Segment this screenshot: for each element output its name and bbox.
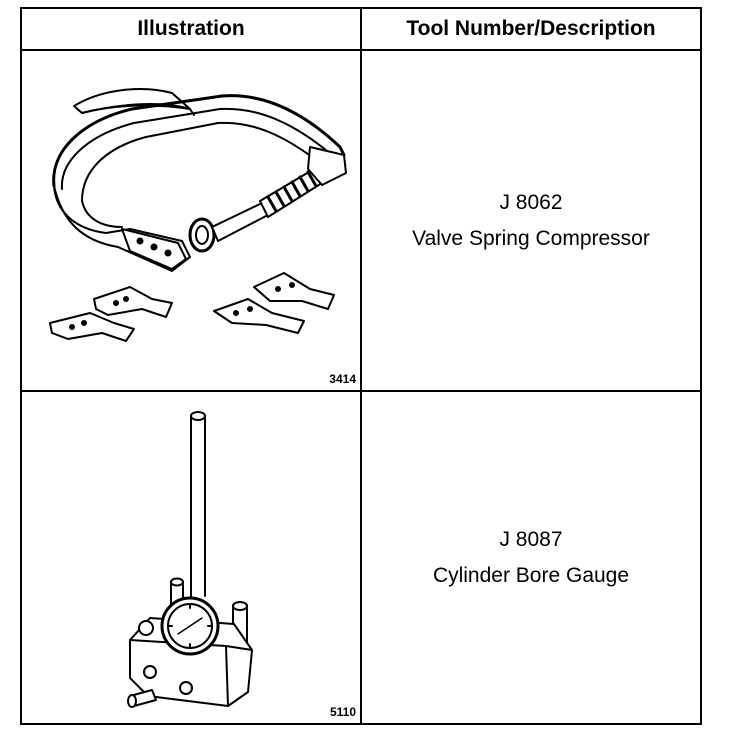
tool-description: Valve Spring Compressor [412, 226, 650, 250]
cylinder-bore-gauge-icon [127, 411, 253, 708]
tool-number: J 8087 [499, 527, 563, 551]
column-divider [360, 9, 362, 723]
tool-description: Cylinder Bore Gauge [432, 563, 630, 587]
figure-number: 3414 [329, 372, 356, 386]
table-row: 3414 J 8062 Valve Spring Compressor [22, 51, 700, 392]
tool-table: Illustration Tool Number/Description [20, 7, 702, 725]
header-illustration: Illustration [137, 17, 245, 40]
valve-spring-compressor-illustration: 3414 [22, 51, 360, 390]
table-row: 5110 J 8087 Cylinder Bore Gauge [22, 392, 700, 723]
tool-description-cell: J 8087 Cylinder Bore Gauge [362, 392, 700, 723]
tool-number: J 8062 [499, 190, 563, 214]
header-tool-number-description: Tool Number/Description [406, 17, 656, 40]
figure-number: 5110 [329, 705, 356, 719]
tool-description-cell: J 8062 Valve Spring Compressor [362, 51, 700, 390]
cylinder-bore-gauge-illustration: 5110 [22, 392, 360, 723]
valve-spring-compressor-icon [49, 88, 347, 342]
